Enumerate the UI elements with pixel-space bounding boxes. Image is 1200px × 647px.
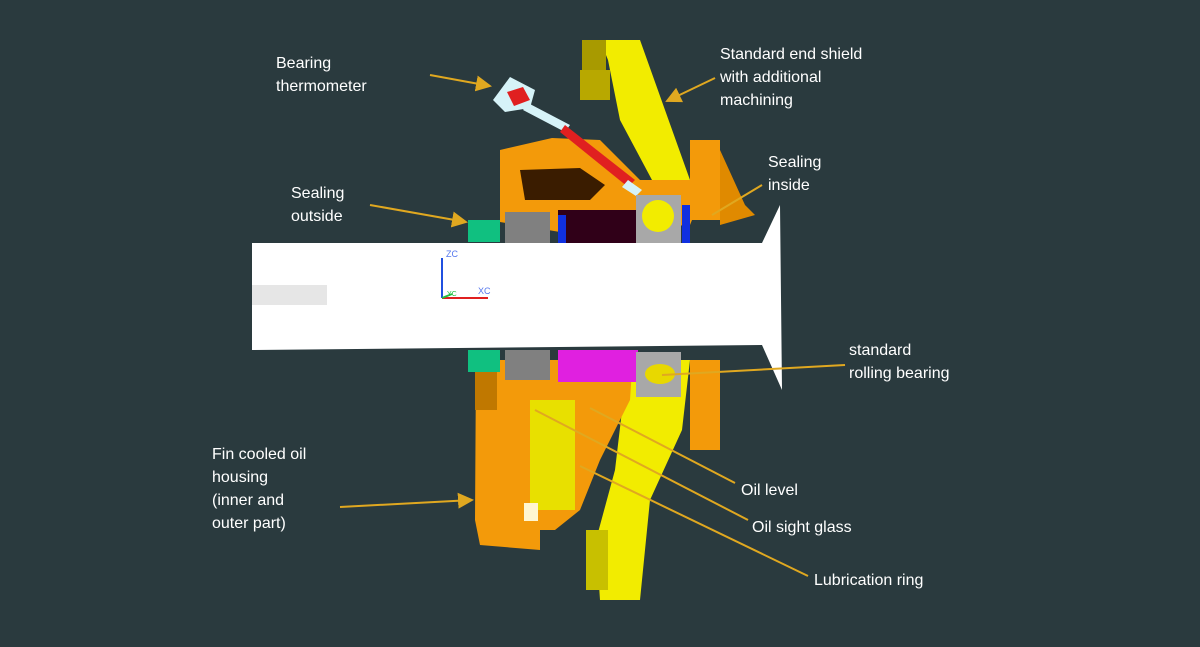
svg-text:YC: YC	[447, 291, 457, 298]
leader-oil-sight-glass	[534, 409, 749, 521]
label-oil-sight-glass: Oil sight glass	[752, 519, 852, 536]
label-oil-level: Oil level	[741, 482, 798, 499]
label-end-shield: Standard end shield with additional mach…	[720, 46, 863, 109]
outer-seal-bottom	[468, 350, 500, 372]
leader-oil-level	[589, 407, 736, 484]
shaft	[252, 205, 782, 390]
leader-sealing-inside	[711, 184, 763, 216]
label-bearing-thermometer: Bearing thermometer	[276, 55, 367, 95]
leader-rolling-bearing	[661, 364, 846, 376]
bearing-thermometer	[493, 77, 642, 196]
label-lubrication-ring: Lubrication ring	[814, 572, 924, 589]
svg-text:ZC: ZC	[446, 249, 458, 259]
leader-thermometer	[429, 74, 492, 92]
leader-end-shield	[665, 77, 716, 103]
end-shield	[580, 40, 690, 600]
leader-lubrication-ring	[579, 465, 809, 577]
label-rolling-bearing: standard rolling bearing	[849, 342, 950, 382]
svg-text:XC: XC	[478, 286, 491, 296]
coordinate-axes-icon: ZC XC YC	[441, 249, 491, 299]
label-oil-housing: Fin cooled oil housing (inner and outer …	[212, 446, 307, 532]
outer-seal-top	[468, 220, 500, 242]
label-sealing-outside: Sealing outside	[291, 185, 345, 225]
oil-housing	[475, 138, 755, 550]
leader-oil-housing	[339, 492, 474, 509]
rolling-bearing	[636, 195, 681, 397]
label-sealing-inside: Sealing inside	[768, 154, 822, 194]
leader-sealing-outside	[369, 204, 468, 228]
